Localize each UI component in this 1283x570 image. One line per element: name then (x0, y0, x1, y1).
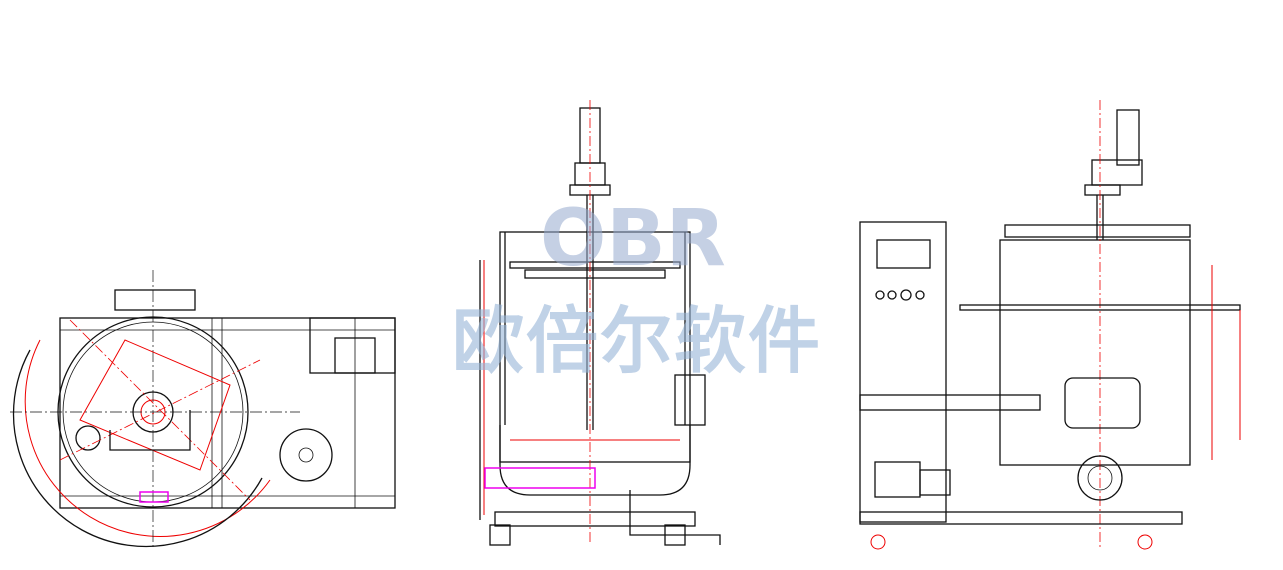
front-view (479, 100, 721, 546)
tank-body (499, 231, 691, 463)
control-screen (876, 239, 931, 269)
motor-flange (279, 428, 333, 482)
frame-outline (59, 317, 396, 509)
watermark-company-text: 欧倍尔软件 (452, 299, 823, 383)
top-view (10, 270, 396, 550)
watermark-logo: OBR (540, 194, 726, 284)
control-cabinet (859, 221, 947, 523)
side-view (859, 100, 1241, 550)
tank-body-side (999, 239, 1191, 466)
